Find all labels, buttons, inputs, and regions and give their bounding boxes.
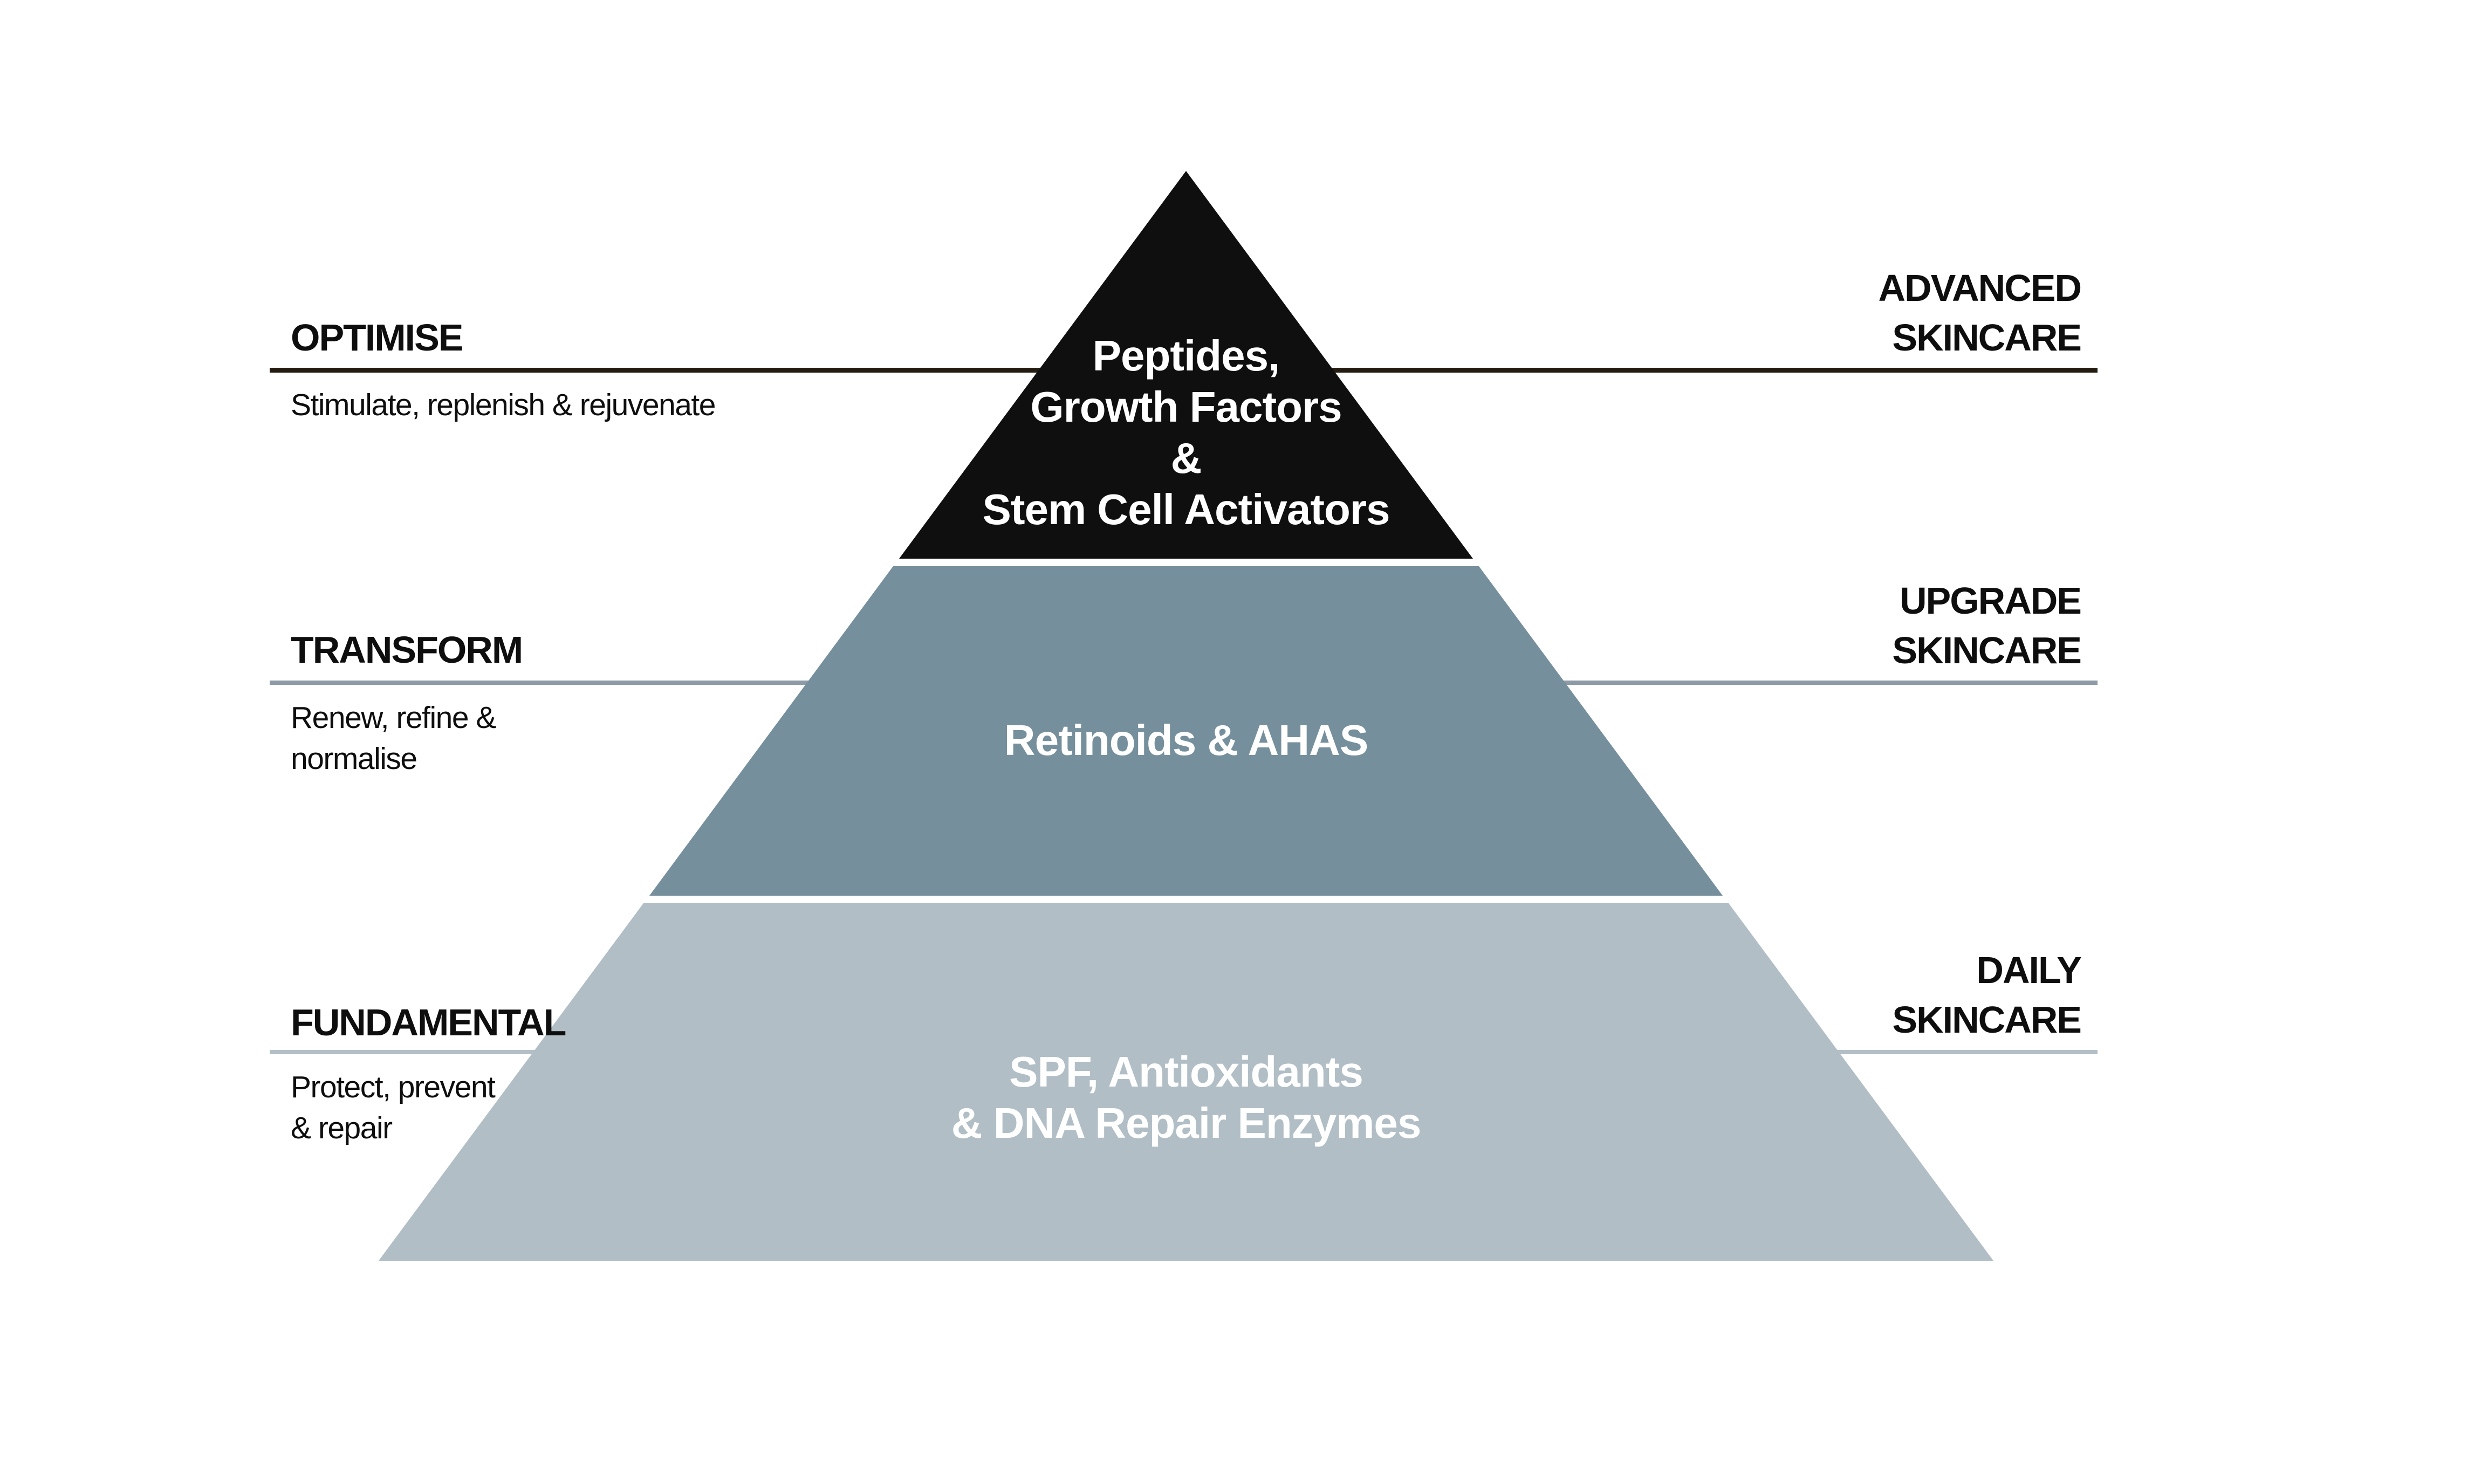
pyramid-tier-middle — [649, 566, 1723, 896]
tier-top-caption-line: Peptides, — [1092, 332, 1280, 380]
tier-top-caption-line: Stem Cell Activators — [982, 485, 1390, 533]
tier-middle-caption-line: Retinoids & AHAS — [1004, 716, 1368, 764]
upgrade-skincare-label: UPGRADE SKINCARE — [1892, 576, 2082, 675]
optimise-subtitle-line: Stimulate, replenish & rejuvenate — [291, 388, 716, 422]
tier-top-caption-line: Growth Factors — [1030, 383, 1342, 431]
pyramid-tier-bottom — [379, 903, 1993, 1261]
tier-bottom-caption-line: & DNA Repair Enzymes — [951, 1099, 1422, 1147]
transform-subtitle: Renew, refine & normalise — [291, 697, 496, 779]
fundamental-title: FUNDAMENTAL — [291, 1001, 566, 1043]
tier-bottom-caption: SPF, Antioxidants & DNA Repair Enzymes — [647, 1046, 1725, 1149]
optimise-title: OPTIMISE — [291, 317, 463, 359]
daily-skincare-label-line: DAILY — [1976, 949, 2082, 991]
tier-top-caption-line: & — [1170, 434, 1202, 482]
upgrade-skincare-label-line: UPGRADE — [1899, 580, 2082, 622]
tier-top-caption: Peptides, Growth Factors & Stem Cell Act… — [647, 330, 1725, 535]
pyramid-tier-top — [899, 171, 1473, 559]
advanced-skincare-label-line: ADVANCED — [1878, 267, 2082, 309]
fundamental-subtitle-line: & repair — [291, 1111, 393, 1145]
daily-skincare-label: DAILY SKINCARE — [1892, 945, 2082, 1045]
tier-middle-caption: Retinoids & AHAS — [647, 714, 1725, 766]
fundamental-subtitle-line: Protect, prevent — [291, 1070, 496, 1104]
transform-subtitle-line: normalise — [291, 741, 417, 776]
transform-subtitle-line: Renew, refine & — [291, 700, 496, 735]
advanced-skincare-label-line: SKINCARE — [1892, 317, 2082, 359]
optimise-subtitle: Stimulate, replenish & rejuvenate — [291, 384, 716, 425]
fundamental-subtitle: Protect, prevent & repair — [291, 1067, 496, 1149]
transform-title: TRANSFORM — [291, 629, 523, 671]
tier-bottom-caption-line: SPF, Antioxidants — [1009, 1048, 1363, 1096]
advanced-skincare-label: ADVANCED SKINCARE — [1878, 263, 2082, 362]
daily-skincare-label-line: SKINCARE — [1892, 999, 2082, 1041]
upgrade-skincare-label-line: SKINCARE — [1892, 629, 2082, 671]
